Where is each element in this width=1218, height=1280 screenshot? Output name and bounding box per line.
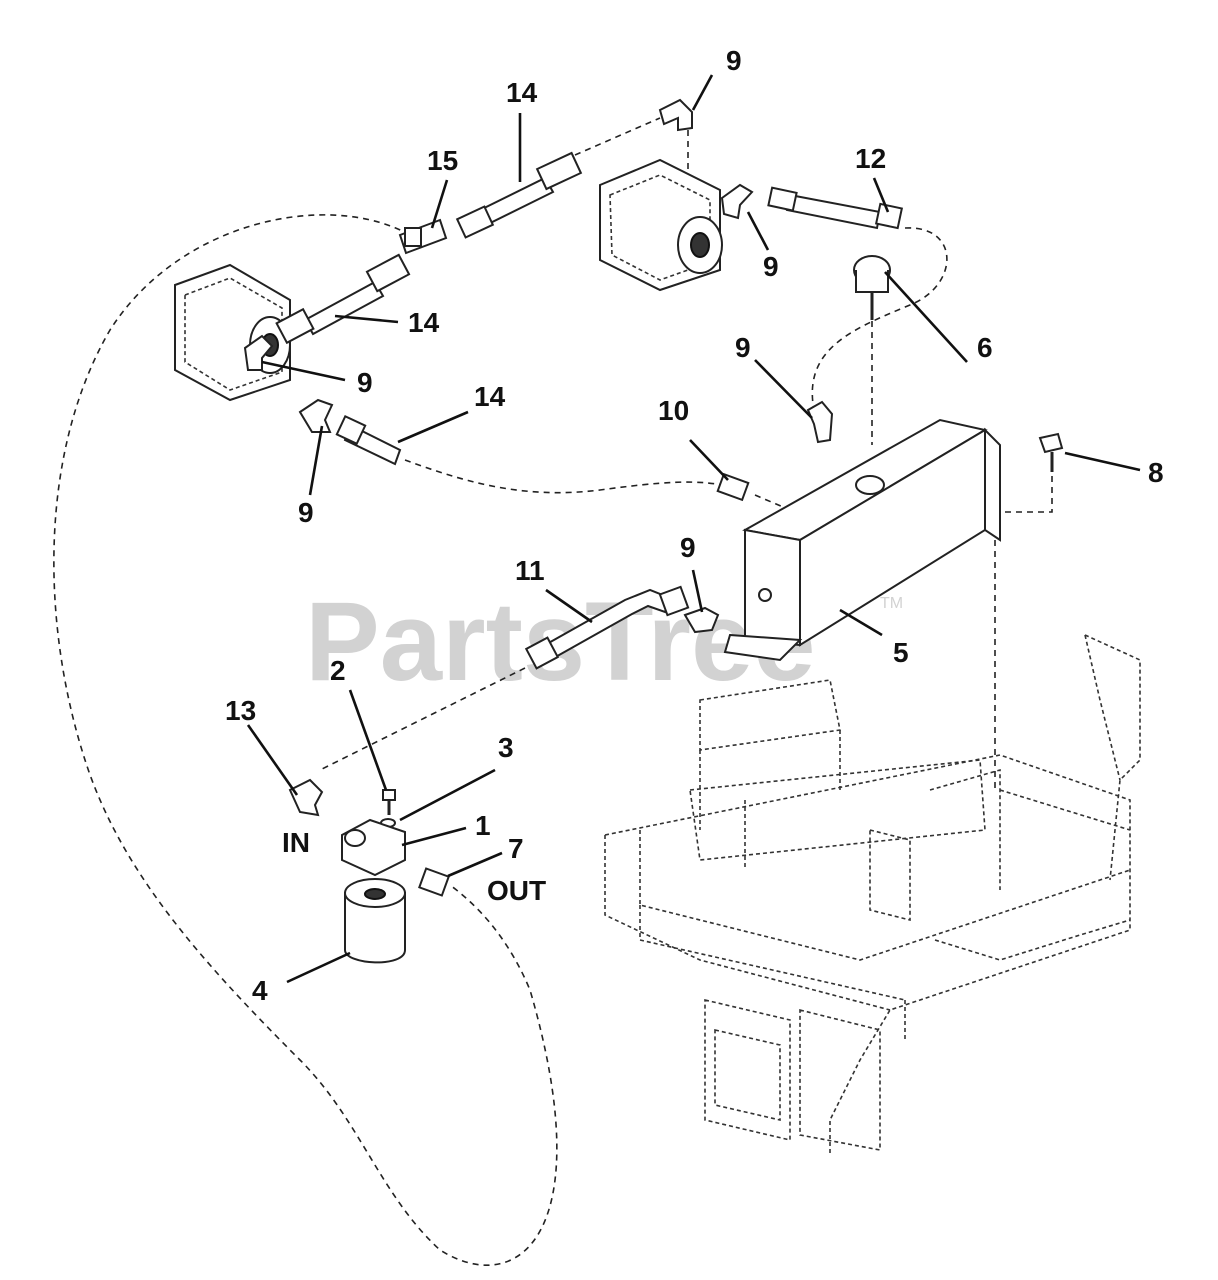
callout-9-reservoir: 9 — [735, 332, 751, 363]
callout-15: 15 — [427, 145, 458, 176]
hose-11 — [524, 585, 690, 670]
reservoir-tank-5 — [723, 418, 1001, 662]
callout-3: 3 — [498, 732, 514, 763]
callout-14-lower: 14 — [474, 381, 506, 412]
hose-path-11 — [319, 667, 526, 771]
elbow-fitting-13 — [288, 778, 324, 817]
callout-4: 4 — [252, 975, 268, 1006]
hose-14-middle — [275, 253, 411, 345]
lower-hydraulic-pump — [174, 263, 291, 402]
callout-14-middle: 14 — [408, 307, 440, 338]
bolt-8 — [1038, 432, 1064, 472]
hose-path-12 — [811, 227, 948, 416]
callout-9-pump-right: 9 — [763, 251, 779, 282]
callout-13: 13 — [225, 695, 256, 726]
bolt-2 — [382, 789, 396, 815]
tee-fitting-15 — [398, 218, 448, 255]
callout-14-top: 14 — [506, 77, 538, 108]
oil-filter-4 — [344, 878, 406, 964]
callout-9-hose-11: 9 — [680, 532, 696, 563]
elbow-fitting-9-top — [658, 98, 693, 132]
elbow-fitting-9-pump-right — [720, 183, 754, 220]
callout-7: 7 — [508, 833, 524, 864]
filter-head-1 — [341, 818, 406, 877]
elbow-fitting-9-left-top — [243, 334, 274, 371]
hose-path-14-top — [574, 117, 661, 156]
callout-12: 12 — [855, 143, 886, 174]
elbow-fitting-9-left-side — [298, 398, 334, 433]
callout-labels: 14 9 15 12 9 14 9 14 9 10 9 6 8 9 11 5 2… — [225, 45, 1164, 1006]
callout-6: 6 — [977, 332, 993, 363]
fitting-10 — [716, 472, 750, 502]
return-hose-loop — [53, 214, 558, 1266]
callout-9-left-top: 9 — [357, 367, 373, 398]
tractor-frame — [604, 634, 1141, 1155]
callout-5: 5 — [893, 637, 909, 668]
callout-9-left-side: 9 — [298, 497, 314, 528]
callout-10: 10 — [658, 395, 689, 426]
leader-lines — [246, 74, 1141, 984]
hose-12 — [767, 186, 904, 230]
fitting-7 — [418, 867, 450, 897]
callout-2: 2 — [330, 655, 346, 686]
port-label-in: IN — [282, 827, 310, 858]
callout-8: 8 — [1148, 457, 1164, 488]
dipstick-cap-6 — [853, 255, 891, 320]
callout-11: 11 — [515, 555, 545, 586]
upper-hydraulic-pump — [599, 158, 723, 292]
callout-1: 1 — [475, 810, 491, 841]
elbow-fitting-9-reservoir — [806, 400, 834, 444]
hose-14-lower — [335, 414, 402, 466]
watermark-trademark: TM — [880, 595, 903, 612]
hose-14-top — [455, 151, 583, 239]
callout-9-top: 9 — [726, 45, 742, 76]
hose-path-14-lower — [404, 459, 736, 494]
bolt-path — [1000, 465, 1053, 513]
port-label-out: OUT — [487, 875, 546, 906]
